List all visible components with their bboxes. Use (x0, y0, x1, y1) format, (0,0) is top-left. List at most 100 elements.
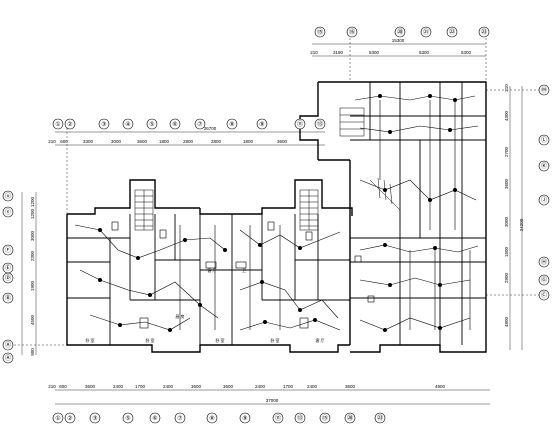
dimension-value: 4500 (30, 314, 35, 325)
dimension-value: 1200 (30, 208, 35, 219)
axis-3-bottom-label: ③ (92, 415, 97, 422)
axis-f-left-label: Ⓕ (5, 246, 11, 254)
axis-15-bottom: ⑮ (319, 412, 331, 424)
dimension-value: 900 (30, 348, 35, 356)
axis-23-bottom: ㉓ (374, 412, 386, 424)
dimension-value: 600 (59, 384, 67, 389)
axis-21-annex-label: ㉑ (423, 28, 429, 36)
axis-20-annex-label: ⑳ (397, 28, 403, 36)
room-label-1: 卧 室 (85, 337, 94, 343)
axis-13-bottom: ⑬ (294, 412, 306, 424)
right-total-dimension: 24200 (519, 218, 524, 231)
room-label-6: 客 厅 (315, 337, 324, 343)
axis-13-top-label: ⑬ (317, 120, 323, 128)
room-label-8: 卫 (242, 268, 246, 273)
axis-M-right: Ⓜ (538, 84, 550, 96)
dimension-value: 210 (310, 50, 318, 55)
axis-6-top-label: ⑥ (172, 121, 177, 128)
dimension-value: 1900 (30, 280, 35, 291)
dimension-value: 3000 (30, 230, 35, 241)
annex-total-dimension: 15300 (392, 38, 405, 43)
axis-7-bottom-label: ⑦ (177, 415, 182, 422)
axis-e-left-label: ⓔ (5, 208, 11, 216)
dimension-value: 600 (60, 139, 68, 144)
axis-5-bottom: ⑤ (122, 412, 134, 424)
axis-e-left: ⓔ (2, 206, 14, 218)
top-total-dimension: 26700 (204, 126, 217, 131)
dimension-value: 2400 (113, 384, 124, 389)
annex-dimensions: 210 3190 5300 5300 5300 (310, 50, 471, 55)
dimension-value: 4800 (504, 316, 509, 327)
dimension-value: 3000 (504, 216, 509, 227)
axis-8-bottom: ⑧ (206, 412, 218, 424)
dimension-value: 3300 (83, 139, 94, 144)
axis-9-bottom: ⑨ (239, 412, 251, 424)
axis-15-annex: ⑮ (314, 26, 326, 38)
axis-5-bottom-label: ⑤ (125, 415, 130, 422)
axis-15-bottom-label: ⑮ (322, 414, 328, 422)
axis-11-top-label: ⑪ (297, 120, 303, 128)
axis-6-bottom-label: ⑥ (152, 415, 157, 422)
dimension-value: 3600 (223, 384, 234, 389)
axis-L-right-label: Ⓛ (541, 136, 547, 144)
axis-11-bottom-label: ⑪ (275, 414, 281, 422)
axis-13-bottom-label: ⑬ (297, 414, 303, 422)
axis-3-top: ③ (98, 118, 110, 130)
axis-2-bottom-label: ② (67, 415, 72, 422)
axis-23-annex: ㉓ (478, 26, 490, 38)
dimension-value: 1200 (30, 196, 35, 207)
dimension-value: 3600 (345, 384, 356, 389)
axis-7-bottom: ⑦ (174, 412, 186, 424)
dimension-value: 2800 (211, 139, 222, 144)
axis-1-top: ① (52, 118, 64, 130)
axis-16-annex: ⑯ (346, 26, 358, 38)
axis-1-bottom-label: ① (55, 415, 60, 422)
axis-13-top: ⑬ (314, 118, 326, 130)
axis-7-top: ⑦ (194, 118, 206, 130)
axis-f-left: Ⓕ (2, 244, 14, 256)
axis-G-right-label: Ⓖ (541, 276, 547, 284)
axis-3-bottom: ③ (89, 412, 101, 424)
dimension-value: 3190 (333, 50, 344, 55)
dimension-value: 2700 (504, 146, 509, 157)
dimension-value: 1500 (504, 246, 509, 257)
axis-6-top: ⑥ (169, 118, 181, 130)
axis-1-bottom: ① (52, 412, 64, 424)
dimension-value: 5300 (419, 50, 430, 55)
axis-23-bottom-label: ㉓ (377, 414, 383, 422)
axis-u-left-label: ⓤ (5, 192, 11, 200)
dimension-value: 2900 (504, 272, 509, 283)
axis-9-top: ⑨ (256, 118, 268, 130)
dimension-value: 3000 (111, 139, 122, 144)
axis-7-top-label: ⑦ (197, 121, 202, 128)
axis-5-top: ⑤ (146, 118, 158, 130)
axis-M-right-label: Ⓜ (541, 86, 547, 94)
dimension-value: 1700 (283, 384, 294, 389)
dimension-value: 3600 (504, 178, 509, 189)
axis-C-right-label: Ⓒ (541, 291, 547, 299)
axis-4-top: ④ (122, 118, 134, 130)
dimension-value: 210 (48, 384, 56, 389)
room-label-5: 卧 室 (270, 337, 279, 343)
dimension-value: 5300 (369, 50, 380, 55)
axis-3-top-label: ③ (101, 121, 106, 128)
axis-11-top: ⑪ (294, 118, 306, 130)
dimension-value: 1800 (159, 139, 170, 144)
dimension-value: 4900 (435, 384, 446, 389)
axis-21-annex: ㉑ (420, 26, 432, 38)
axis-A2-left-label: Ⓐ (5, 354, 11, 362)
room-labels: 卧 室卧 室厨 房卧 室卧 室客 厅客 厅卫 (85, 267, 324, 343)
dimension-value: 5300 (461, 50, 472, 55)
axis-5-top-label: ⑤ (149, 121, 154, 128)
dimension-value: 210 (48, 139, 56, 144)
axis-A-left-label: Ⓐ (5, 341, 11, 349)
axis-22-annex: ㉒ (446, 26, 458, 38)
dimension-value: 2300 (30, 250, 35, 261)
axis-9-top-label: ⑨ (259, 121, 264, 128)
